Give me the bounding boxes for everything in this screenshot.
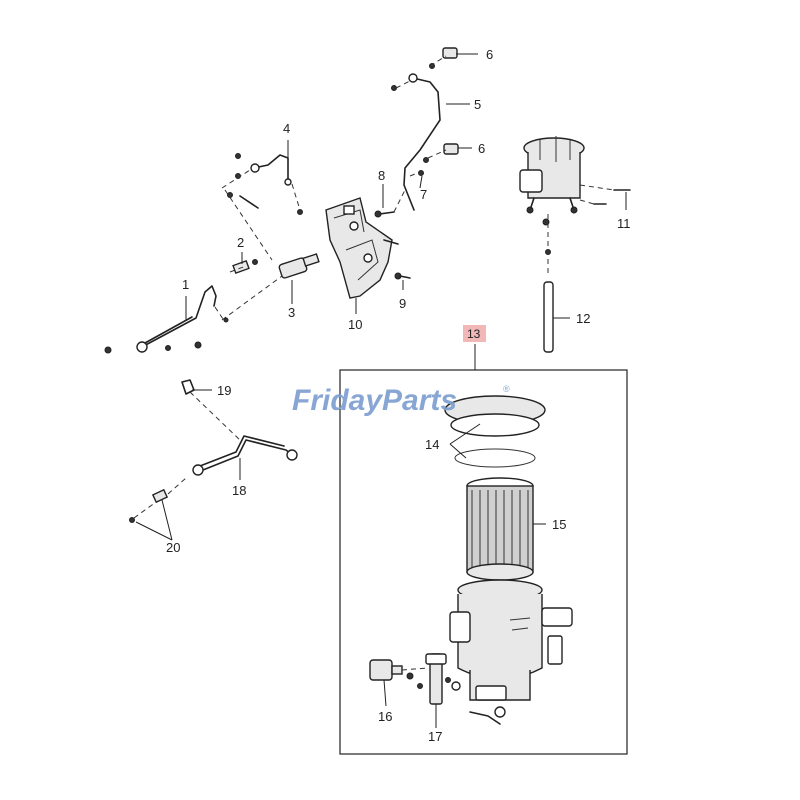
callout-17: 17	[428, 729, 442, 744]
part-9-bolt	[394, 272, 411, 280]
callout-16: 16	[378, 709, 392, 724]
callout-8: 8	[378, 168, 385, 183]
part-6-fitting-upper	[429, 47, 458, 67]
callout-6-upper: 6	[486, 47, 493, 62]
callout-15: 15	[552, 517, 566, 532]
part-5-pipe	[391, 63, 441, 211]
part-8-bolt	[374, 189, 406, 218]
part-11-pump-unit	[519, 136, 631, 276]
callout-7: 7	[420, 187, 427, 202]
callout-3: 3	[288, 305, 295, 320]
part-20-fittings	[129, 477, 187, 523]
callout-labels: 1 2 3 4 5 6 6 7 8 9 10 11 12 13 14 15 16…	[166, 47, 631, 744]
part-1-fuel-line	[104, 285, 226, 354]
callout-4: 4	[283, 121, 290, 136]
callout-1: 1	[182, 277, 189, 292]
callout-10: 10	[348, 317, 362, 332]
part-7-clip	[409, 170, 424, 177]
callout-19: 19	[217, 383, 231, 398]
leader-lines	[135, 53, 627, 728]
part-15-filter	[466, 477, 534, 581]
watermark-text: FridayParts	[292, 384, 457, 417]
part-19-clip	[181, 379, 195, 395]
callout-13-highlight	[463, 325, 486, 342]
watermark-logo: FridayParts ®	[292, 384, 510, 417]
part-14-cap-seal	[444, 395, 546, 468]
part-17-valve	[425, 653, 461, 705]
callout-18: 18	[232, 483, 246, 498]
callout-20: 20	[166, 540, 180, 555]
part-18-pipe	[189, 391, 298, 476]
callout-13: 13	[467, 327, 481, 341]
callout-11: 11	[617, 216, 631, 231]
part-3-sensor	[221, 253, 320, 323]
callout-12: 12	[576, 311, 590, 326]
part-4-pipe	[221, 153, 303, 261]
callout-9: 9	[399, 296, 406, 311]
callout-14: 14	[425, 437, 439, 452]
part-10-bracket	[325, 197, 399, 299]
assembly-13-frame	[339, 344, 628, 755]
callout-6-lower: 6	[478, 141, 485, 156]
callout-2: 2	[237, 235, 244, 250]
part-6-fitting-lower	[423, 143, 459, 163]
part-16-sensor	[369, 659, 429, 689]
part-2-fitting	[229, 259, 258, 275]
watermark-text-part-1: Friday	[292, 384, 383, 417]
filter-housing	[449, 579, 573, 725]
callout-5: 5	[474, 97, 481, 112]
watermark-trademark: ®	[503, 384, 510, 394]
part-12-tube	[543, 281, 554, 353]
watermark-text-part-2: Parts	[382, 384, 457, 417]
